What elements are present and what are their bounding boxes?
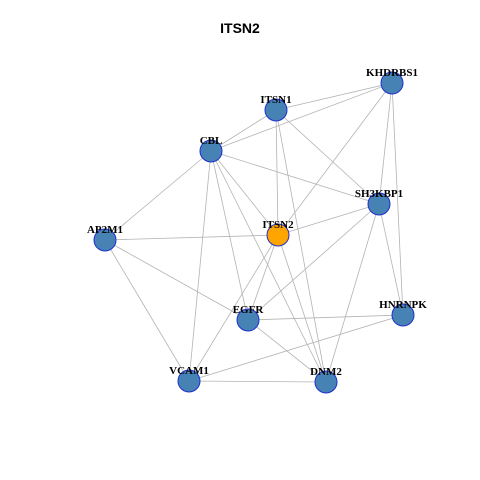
node-hnrnpk xyxy=(391,303,415,327)
edge-cbl-dnm2 xyxy=(210,150,327,383)
edge-itsn2-dnm2 xyxy=(277,234,327,383)
edge-cbl-ap2m1 xyxy=(104,150,212,241)
node-label-dnm2: DNM2 xyxy=(310,366,342,378)
edge-hnrnpk-vcam1 xyxy=(188,314,404,382)
edge-itsn2-vcam1 xyxy=(188,234,279,382)
edge-cbl-itsn2 xyxy=(210,150,279,236)
node-itsn1 xyxy=(264,98,288,122)
node-vcam1 xyxy=(177,369,201,393)
edge-itsn1-sh3kbp1 xyxy=(275,109,380,205)
node-label-hnrnpk: HNRNPK xyxy=(379,299,427,311)
node-itsn2 xyxy=(266,223,290,247)
node-dnm2 xyxy=(314,370,338,394)
edge-ap2m1-vcam1 xyxy=(104,239,190,382)
edge-khdrbs1-hnrnpk xyxy=(391,82,404,316)
node-khdrbs1 xyxy=(380,71,404,95)
node-label-ap2m1: AP2M1 xyxy=(87,224,123,236)
edge-cbl-vcam1 xyxy=(188,150,212,382)
node-label-cbl: CBL xyxy=(200,135,223,147)
edge-cbl-sh3kbp1 xyxy=(210,150,380,205)
edge-itsn1-cbl xyxy=(210,109,277,152)
edge-ap2m1-egfr xyxy=(104,239,249,321)
edges-layer xyxy=(104,82,404,383)
node-label-khdrbs1: KHDRBS1 xyxy=(366,67,418,79)
edge-sh3kbp1-itsn2 xyxy=(277,203,380,236)
edge-egfr-dnm2 xyxy=(247,319,327,383)
edge-vcam1-dnm2 xyxy=(188,380,327,383)
edge-cbl-egfr xyxy=(210,150,249,321)
node-label-itsn2: ITSN2 xyxy=(262,219,294,231)
edge-hnrnpk-egfr xyxy=(247,314,404,321)
node-cbl xyxy=(199,139,223,163)
edge-sh3kbp1-dnm2 xyxy=(325,203,380,383)
node-label-sh3kbp1: SH3KBP1 xyxy=(355,188,403,200)
node-label-egfr: EGFR xyxy=(233,304,265,316)
node-label-vcam1: VCAM1 xyxy=(169,365,209,377)
edge-khdrbs1-itsn2 xyxy=(277,82,393,236)
edge-khdrbs1-sh3kbp1 xyxy=(378,82,393,205)
edge-sh3kbp1-egfr xyxy=(247,203,380,321)
nodes-layer xyxy=(93,71,415,394)
node-egfr xyxy=(236,308,260,332)
edge-khdrbs1-itsn1 xyxy=(275,82,393,111)
node-sh3kbp1 xyxy=(367,192,391,216)
edge-khdrbs1-cbl xyxy=(210,82,393,152)
node-ap2m1 xyxy=(93,228,117,252)
node-label-itsn1: ITSN1 xyxy=(260,94,291,106)
edge-itsn2-egfr xyxy=(247,234,279,321)
edge-itsn1-itsn2 xyxy=(275,109,279,236)
graph-title: ITSN2 xyxy=(220,20,260,36)
edge-itsn2-ap2m1 xyxy=(104,234,279,241)
edge-sh3kbp1-hnrnpk xyxy=(378,203,404,316)
edge-itsn1-dnm2 xyxy=(275,109,327,383)
